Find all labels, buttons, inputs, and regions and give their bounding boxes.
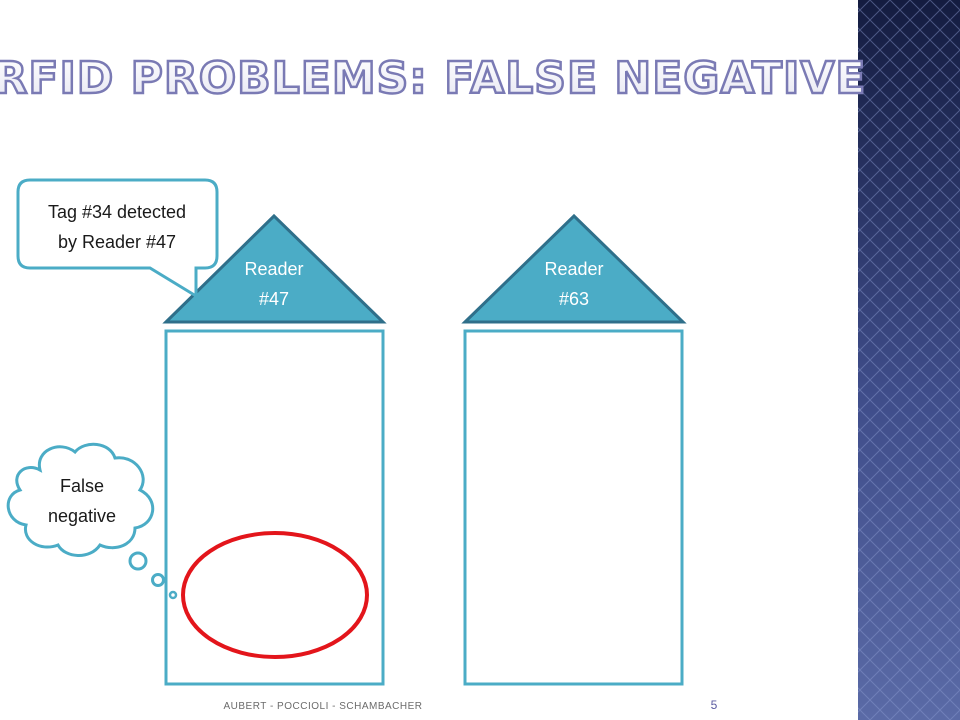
reader-47: Reader #47 <box>162 213 387 686</box>
slide-footer: AUBERT - POCCIOLI - SCHAMBACHER <box>223 701 422 712</box>
slide-title: RFID PROBLEMS: FALSE NEGATIVE <box>0 53 867 104</box>
reader-63-antenna <box>461 213 687 324</box>
reader-47-label-line2: #47 <box>259 289 289 309</box>
thought-bubble-small <box>168 590 178 600</box>
reader-63-zone <box>463 329 684 686</box>
reader-47-label-line1: Reader <box>244 259 303 279</box>
reader-47-zone <box>164 329 385 686</box>
tag-34-missed-ring <box>181 531 369 659</box>
thought-line2: negative <box>48 506 116 526</box>
callout-line2: by Reader #47 <box>58 232 176 252</box>
thought-bubble-medium <box>151 573 165 587</box>
callout-line1: Tag #34 detected <box>48 202 186 222</box>
thought-cloud: False negative <box>6 442 178 600</box>
speech-callout: Tag #34 detected by Reader #47 <box>16 178 219 299</box>
reader-63-label-line2: #63 <box>559 289 589 309</box>
thought-bubble-large <box>128 551 148 571</box>
reader-47-antenna <box>162 213 387 324</box>
reader-63-label-line1: Reader <box>544 259 603 279</box>
reader-63: Reader #63 <box>461 213 687 686</box>
side-decoration-panel <box>858 0 960 720</box>
slide-page-number: 5 <box>711 698 718 712</box>
thought-line1: False <box>60 476 104 496</box>
